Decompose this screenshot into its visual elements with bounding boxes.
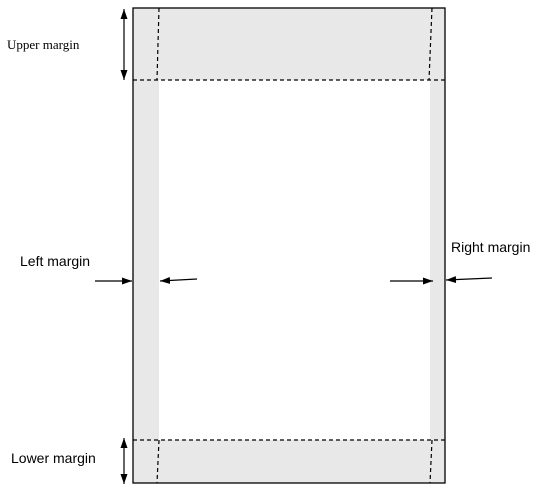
margin-guides: [133, 7, 445, 484]
right-margin-arrow-outer: [445, 276, 493, 284]
upper-margin-label: Upper margin: [7, 37, 80, 52]
left-margin-label: Left margin: [20, 253, 90, 269]
page-area: [133, 8, 445, 483]
right-margin-guide-top: [428, 7, 433, 81]
left-margin-guide-bottom: [156, 439, 160, 484]
right-margin-band: [430, 8, 445, 483]
left-margin-guide-top: [156, 7, 160, 81]
left-margin-band: [133, 8, 159, 483]
left-margin-arrow-inner: [159, 276, 198, 284]
right-margin-guide-bottom: [429, 439, 433, 484]
lower-margin-band: [133, 440, 445, 483]
page-outline: [132, 7, 446, 484]
lower-margin-label: Lower margin: [11, 450, 96, 466]
right-margin-label: Right margin: [451, 239, 530, 255]
upper-margin-band: [133, 8, 445, 80]
dimension-arrows: [95, 9, 493, 484]
